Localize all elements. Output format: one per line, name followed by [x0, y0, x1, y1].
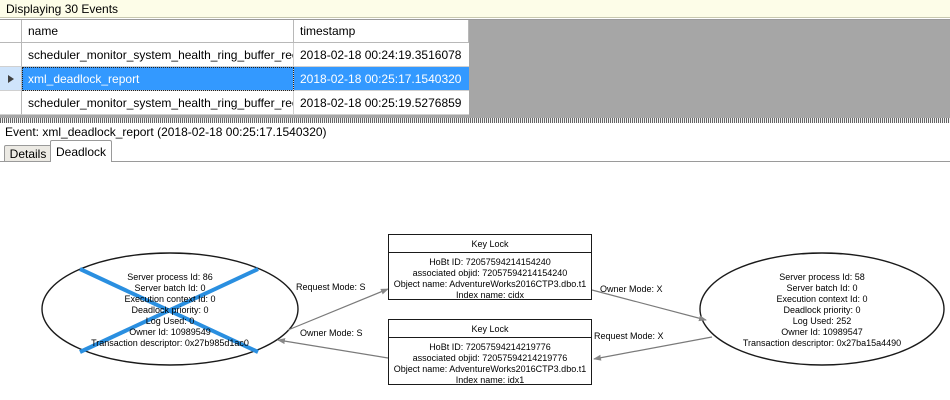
edge-left-request-label: Request Mode: S — [296, 282, 366, 292]
deadlock-graph-canvas — [41, 252, 945, 366]
process-left-line-4: Deadlock priority: 0 — [131, 305, 209, 315]
row-selector-current[interactable] — [0, 67, 22, 91]
keylock-top-title: Key Lock — [389, 235, 591, 253]
cell-timestamp[interactable]: 2018-02-18 00:24:19.3516078 — [294, 43, 469, 67]
keylock-top-line-4: Index name: cidx — [455, 290, 525, 300]
events-grid-header-row: name timestamp — [0, 20, 469, 43]
active-tab-seam — [50, 162, 112, 163]
edge-right-owner-line — [591, 289, 707, 322]
process-right-text: Server process Id: 58 Server batch Id: 0… — [700, 272, 944, 349]
event-detail-header: Event: xml_deadlock_report (2018-02-18 0… — [0, 124, 950, 140]
edge-left-request-line — [287, 288, 389, 331]
process-right-line-2: Server batch Id: 0 — [786, 283, 858, 293]
edge-right-request-line — [593, 336, 713, 361]
row-selector-header — [0, 20, 22, 43]
events-grid[interactable]: name timestamp scheduler_monitor_system_… — [0, 20, 469, 115]
keylock-bottom-title: Key Lock — [389, 320, 591, 338]
current-row-triangle-icon — [7, 74, 14, 83]
process-left-line-1: Server process Id: 86 — [127, 272, 213, 282]
table-row[interactable]: scheduler_monitor_system_health_ring_buf… — [0, 91, 469, 115]
edge-left-owner-line — [277, 338, 389, 359]
keylock-bottom-line-4: Index name: idx1 — [455, 375, 525, 385]
horizontal-splitter[interactable] — [0, 118, 950, 123]
row-selector[interactable] — [0, 43, 22, 67]
deadlock-graph-panel[interactable]: Server process Id: 86 Server batch Id: 0… — [0, 161, 950, 400]
displaying-events-banner: Displaying 30 Events — [0, 0, 950, 18]
keylock-top-body: HoBt ID: 72057594214154240 associated ob… — [389, 253, 591, 304]
tab-deadlock[interactable]: Deadlock — [50, 140, 112, 162]
process-left-text: Server process Id: 86 Server batch Id: 0… — [42, 272, 298, 349]
process-left-line-7: Transaction descriptor: 0x27b985d1ac0 — [91, 338, 249, 348]
process-right-line-4: Deadlock priority: 0 — [783, 305, 861, 315]
edge-left-owner-label: Owner Mode: S — [300, 328, 363, 338]
displaying-events-text: Displaying 30 Events — [6, 1, 119, 16]
cell-timestamp[interactable]: 2018-02-18 00:25:19.5276859 — [294, 91, 469, 115]
process-left-line-3: Execution context Id: 0 — [124, 294, 216, 304]
keylock-bottom-line-1: HoBt ID: 72057594214219776 — [429, 342, 551, 352]
keylock-bottom-body: HoBt ID: 72057594214219776 associated ob… — [389, 338, 591, 389]
process-left-line-6: Owner Id: 10989549 — [129, 327, 211, 337]
cell-name[interactable]: xml_deadlock_report — [22, 67, 294, 91]
keylock-top-line-2: associated objid: 72057594214154240 — [412, 268, 568, 278]
tab-details[interactable]: Details — [4, 145, 52, 162]
keylock-bottom-box[interactable]: Key Lock HoBt ID: 72057594214219776 asso… — [388, 319, 592, 385]
victim-cross-line-2 — [79, 267, 259, 354]
process-right-ellipse[interactable] — [699, 252, 945, 366]
process-right-line-7: Transaction descriptor: 0x27ba15a4490 — [742, 338, 902, 348]
keylock-top-box[interactable]: Key Lock HoBt ID: 72057594214154240 asso… — [388, 234, 592, 300]
events-grid-area: name timestamp scheduler_monitor_system_… — [0, 19, 950, 118]
process-right-line-1: Server process Id: 58 — [779, 272, 865, 282]
column-header-timestamp[interactable]: timestamp — [294, 20, 469, 43]
keylock-bottom-line-3: Object name: AdventureWorks2016CTP3.dbo.… — [393, 364, 587, 374]
keylock-top-line-3: Object name: AdventureWorks2016CTP3.dbo.… — [393, 279, 587, 289]
edge-right-owner-label: Owner Mode: X — [600, 284, 663, 294]
process-right-line-5: Log Used: 252 — [792, 316, 852, 326]
cell-name[interactable]: scheduler_monitor_system_health_ring_buf… — [22, 43, 294, 67]
keylock-top-line-1: HoBt ID: 72057594214154240 — [429, 257, 551, 267]
edge-right-request-label: Request Mode: X — [594, 331, 664, 341]
process-right-line-6: Owner Id: 10989547 — [781, 327, 863, 337]
keylock-bottom-line-2: associated objid: 72057594214219776 — [412, 353, 568, 363]
process-left-line-5: Log Used: 0 — [145, 316, 195, 326]
detail-tabstrip: Details Deadlock — [0, 140, 950, 162]
cell-name[interactable]: scheduler_monitor_system_health_ring_buf… — [22, 91, 294, 115]
row-selector[interactable] — [0, 91, 22, 115]
process-right-line-3: Execution context Id: 0 — [776, 294, 868, 304]
column-header-name[interactable]: name — [22, 20, 294, 43]
table-row-selected[interactable]: xml_deadlock_report 2018-02-18 00:25:17.… — [0, 67, 469, 91]
table-row[interactable]: scheduler_monitor_system_health_ring_buf… — [0, 43, 469, 67]
process-left-line-2: Server batch Id: 0 — [134, 283, 206, 293]
cell-timestamp[interactable]: 2018-02-18 00:25:17.1540320 — [294, 67, 469, 91]
